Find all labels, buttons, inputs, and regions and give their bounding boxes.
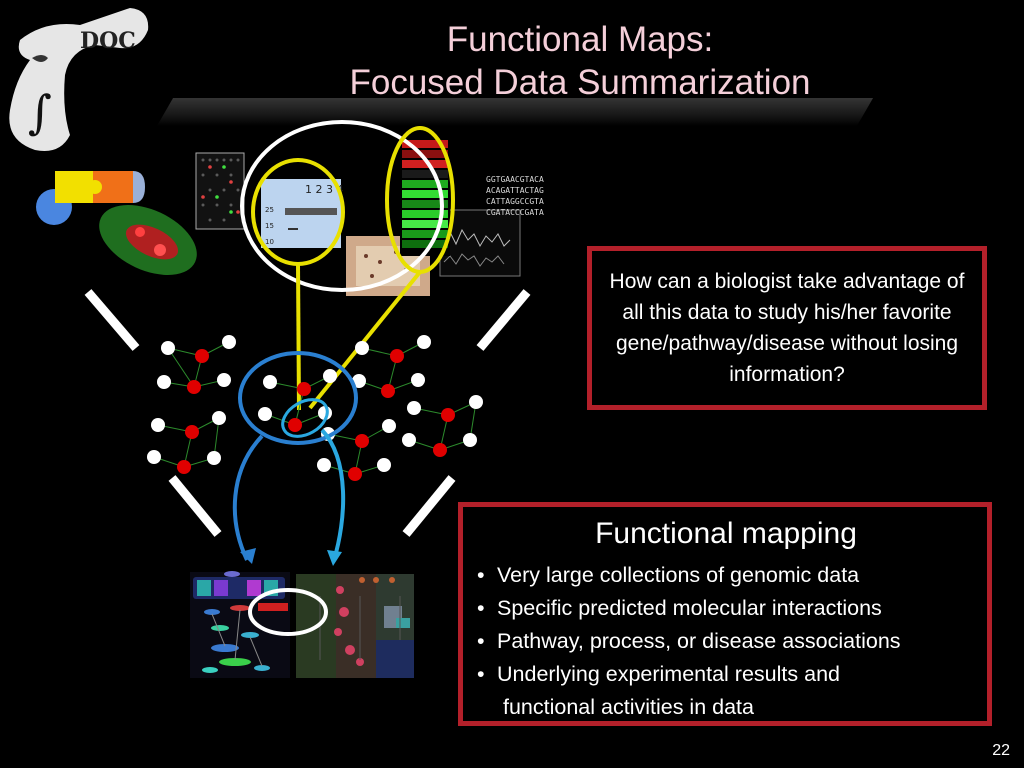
lab-logo: ∫ DOC <box>9 8 149 151</box>
svg-text:∫: ∫ <box>28 85 52 139</box>
functional-mapping-heading: Functional mapping <box>595 517 857 550</box>
list-item: •Specific predicted molecular interactio… <box>477 596 882 620</box>
functional-mapping-list: •Very large collections of genomic data … <box>477 559 975 691</box>
functional-mapping-box: Functional mapping •Very large collectio… <box>458 502 992 726</box>
svg-text:25: 25 <box>265 206 274 214</box>
title-line-1: Functional Maps: <box>446 20 714 59</box>
slide-title: Functional Maps: Focused Data Summarizat… <box>300 18 860 104</box>
question-box: How can a biologist take advantage of al… <box>587 246 987 410</box>
svg-text:10: 10 <box>265 238 274 246</box>
question-text: How can a biologist take advantage of al… <box>609 270 965 386</box>
microarray-image <box>195 152 245 230</box>
western-blot-image: 1 2 3 4 25 15 10 <box>261 179 343 248</box>
gene-focus-ellipse <box>281 398 329 438</box>
cell-microscopy-image <box>99 205 197 275</box>
list-item: •Underlying experimental results and <box>477 662 840 686</box>
svg-text:1 2 3 4: 1 2 3 4 <box>305 183 343 196</box>
pathway-diagram-left <box>190 571 290 678</box>
protein-interaction-icon <box>36 171 145 225</box>
list-item-continuation: functional activities in data <box>503 695 754 719</box>
network-focus-ellipse <box>238 351 358 445</box>
list-item: •Very large collections of genomic data <box>477 563 860 587</box>
interaction-network-left <box>153 341 230 468</box>
pathway-focus-ellipse <box>248 588 328 636</box>
data-sources-ellipse <box>240 120 444 292</box>
svg-text:15: 15 <box>265 222 274 230</box>
title-line-2: Focused Data Summarization <box>349 63 811 102</box>
logo-text: DOC <box>80 28 136 54</box>
list-item: •Pathway, process, or disease associatio… <box>477 629 901 653</box>
slide-number: 22 <box>992 742 1010 759</box>
dna-sequence-text: GGTGAACGTACA ACAGATTACTAG CATTAGGCCGTA C… <box>486 175 544 217</box>
